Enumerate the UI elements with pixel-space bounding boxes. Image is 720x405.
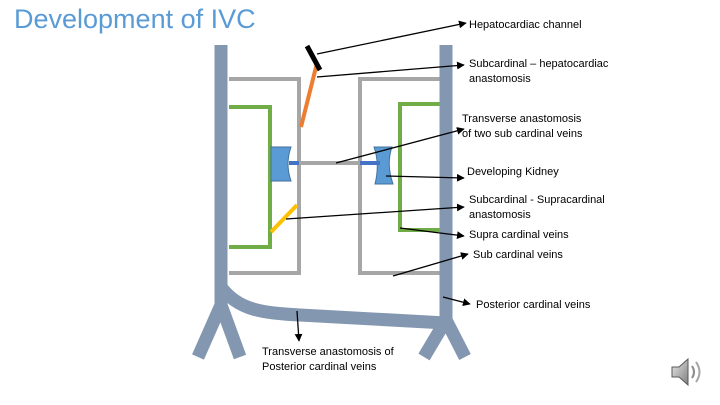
arrow-subcardinal	[392, 252, 469, 277]
label-line: Transverse anastomosis	[462, 113, 582, 125]
left-kidney	[270, 146, 292, 182]
left-supracardinal-vein	[229, 105, 272, 249]
arrow-hepatocardiac	[316, 20, 467, 55]
sub-supra-anastomosis	[269, 203, 299, 234]
speaker-icon[interactable]	[668, 352, 708, 392]
left-posterior-cardinal-branch	[214, 302, 247, 360]
label-line: anastomosis	[469, 73, 531, 85]
arrow-transverse-subcardinal	[335, 127, 465, 164]
slide-title: Development of IVC	[14, 4, 256, 34]
arrow-supracardinal	[399, 227, 465, 239]
pointer-arrows	[285, 20, 471, 342]
label-line: Subcardinal – hepatocardiac	[469, 58, 609, 70]
label-supracardinal-veins: Supra cardinal veins	[469, 229, 569, 241]
label-developing-kidney: Developing Kidney	[467, 166, 559, 178]
arrow-subcardinal-hepatocardiac	[316, 61, 465, 78]
label-transverse-subcardinal-anastomosis: Transverse anastomosis of two sub cardin…	[462, 112, 582, 142]
label-subcardinal-hepatocardiac-anastomosis: Subcardinal – hepatocardiac anastomosis	[469, 57, 608, 87]
hepatocardiac-segment	[299, 62, 319, 128]
label-transverse-posterior-anastomosis: Transverse anastomosis of Posterior card…	[262, 345, 394, 375]
right-subcardinal-vein	[358, 77, 441, 275]
label-subcardinal-veins: Sub cardinal veins	[473, 249, 563, 261]
right-posterior-cardinal-branch	[440, 317, 471, 360]
arrow-kidney	[385, 173, 465, 182]
left-subcardinal-vein	[229, 77, 301, 275]
posterior-cardinal-veins	[192, 45, 471, 361]
right-kidney	[373, 146, 394, 185]
label-subcardinal-supracardinal-anastomosis: Subcardinal - Supracardinal anastomosis	[469, 193, 605, 223]
subcardinal-veins	[229, 77, 441, 275]
label-line: of two sub cardinal veins	[462, 128, 583, 140]
right-posterior-cardinal-vein	[418, 45, 453, 361]
developing-kidneys	[270, 146, 394, 185]
arrow-sub-supra	[285, 203, 465, 220]
label-line: anastomosis	[469, 209, 531, 221]
label-line: Transverse anastomosis of	[262, 346, 394, 358]
arrow-posterior-cardinal	[442, 296, 471, 307]
label-hepatocardiac-channel: Hepatocardiac channel	[469, 19, 582, 31]
transverse-posterior-cardinal-anastomosis	[215, 282, 447, 330]
label-line: Posterior cardinal veins	[262, 361, 377, 373]
label-line: Subcardinal - Supracardinal	[469, 194, 605, 206]
label-posterior-cardinal-veins: Posterior cardinal veins	[476, 299, 591, 311]
arrow-transverse-posterior	[294, 310, 303, 342]
hepatocardiac-ligature	[304, 44, 323, 72]
supracardinal-veins	[229, 102, 441, 249]
